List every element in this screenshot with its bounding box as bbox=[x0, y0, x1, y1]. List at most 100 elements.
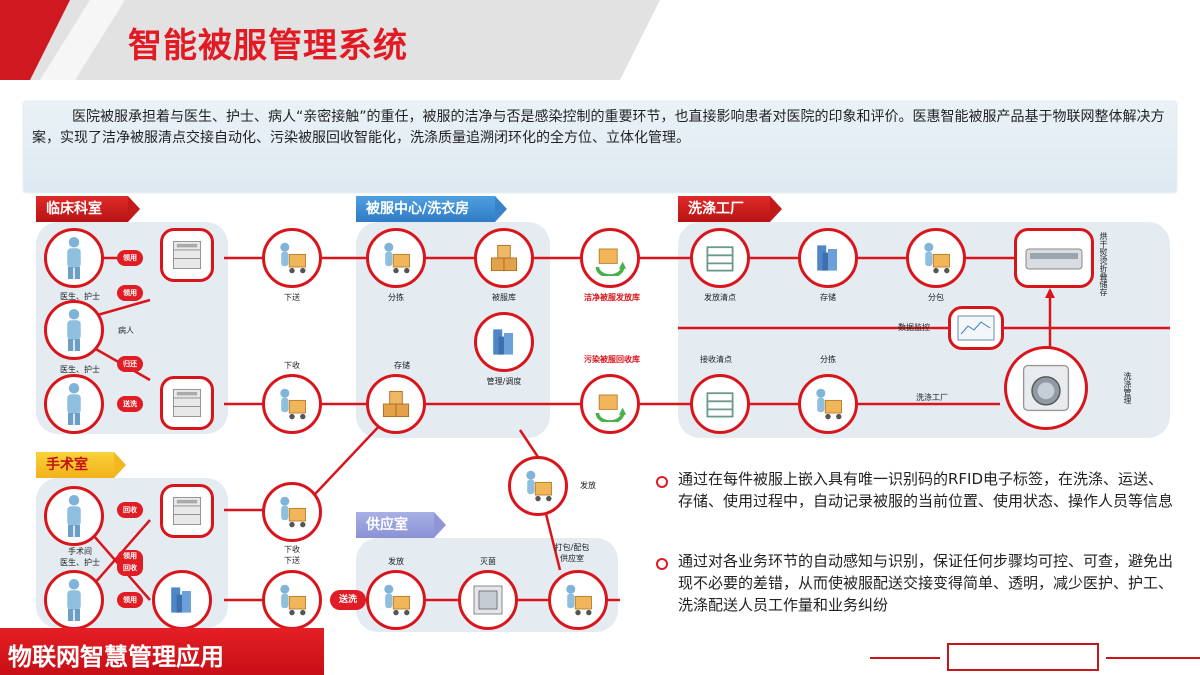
issue-label-2: 发放 bbox=[580, 481, 596, 490]
person-icon bbox=[59, 381, 89, 427]
pallet-icon bbox=[592, 386, 628, 422]
sterilize-node bbox=[458, 570, 518, 630]
storage-label-2: 存储 bbox=[820, 293, 836, 302]
server-icon bbox=[810, 240, 846, 276]
cart-icon bbox=[274, 494, 310, 530]
deliver-dirty-pill: 送洗 bbox=[117, 396, 143, 412]
doctor-node-2 bbox=[44, 374, 104, 434]
sort-label-1: 分拣 bbox=[388, 293, 404, 302]
worker-icon bbox=[164, 582, 200, 618]
issue-node-2 bbox=[508, 456, 568, 516]
issue-count-node bbox=[690, 228, 750, 288]
recover-pill: 回收 bbox=[117, 502, 143, 518]
shelf-icon bbox=[702, 386, 738, 422]
linen-pile-icon bbox=[378, 386, 414, 422]
monitor-node bbox=[948, 306, 1004, 350]
data-monitor-label: 数据监控 bbox=[898, 323, 930, 332]
wash-manage-label: 洗涤管理 bbox=[1123, 372, 1132, 404]
intro-text: 医院被服承担着与医生、护士、病人“亲密接触”的重任，被服的洁净与否是感染控制的重… bbox=[32, 109, 1165, 146]
pack-node bbox=[906, 228, 966, 288]
laundry-tag: 洗涤工厂 bbox=[678, 196, 782, 222]
dirty-cabinet-node bbox=[160, 376, 214, 430]
surgery-desk-node bbox=[152, 570, 212, 630]
sterilizer-icon bbox=[473, 585, 503, 615]
dirty-store-node bbox=[580, 374, 640, 434]
surgery-cabinet-node bbox=[160, 484, 214, 538]
collect-send-node-1 bbox=[262, 482, 322, 542]
collect-down-node bbox=[262, 374, 322, 434]
issue-label-1: 发放 bbox=[388, 557, 404, 566]
monitor-icon bbox=[957, 315, 995, 341]
pallet-icon bbox=[592, 240, 628, 276]
use-pill-3: 领用 bbox=[117, 592, 143, 608]
pack-supply-label: 打包/配包 供应室 bbox=[554, 543, 590, 563]
footer-band: 物联网智慧管理应用 bbox=[0, 628, 324, 675]
surgery-staff-node bbox=[44, 486, 104, 546]
cart-icon bbox=[520, 468, 556, 504]
supply-tag: 供应室 bbox=[356, 512, 446, 538]
laundry-factory-label: 洗涤工厂 bbox=[916, 393, 948, 402]
receive-count-node bbox=[690, 374, 750, 434]
storage-label-1: 存储 bbox=[394, 361, 410, 370]
worker-icon bbox=[560, 582, 596, 618]
pack-supply-node bbox=[548, 570, 608, 630]
cabinet-icon bbox=[170, 386, 204, 420]
worker-icon bbox=[378, 582, 414, 618]
page-title: 智能被服管理系统 bbox=[128, 26, 408, 66]
surgery-staff-node-2 bbox=[44, 570, 104, 630]
cart-icon bbox=[274, 240, 310, 276]
surgery-tag: 手术室 bbox=[36, 452, 126, 478]
send-down-node bbox=[262, 228, 322, 288]
worker-icon bbox=[918, 240, 954, 276]
surgery-staff-label: 手术间 医生、护士 bbox=[60, 547, 100, 567]
clean-store-node bbox=[580, 228, 640, 288]
dry-fold-label: 烘干熨烫折叠储存 bbox=[1099, 232, 1108, 296]
bullet-text-1: 通过在每件被服上嵌入具有唯一识别码的RFID电子标签，在洗涤、运送、存储、使用过… bbox=[678, 470, 1174, 510]
dirty-store-label: 污染被服回收库 bbox=[584, 355, 640, 364]
clean-store-label: 洁净被服发放库 bbox=[584, 293, 640, 302]
person-icon bbox=[59, 235, 89, 281]
boxes-icon bbox=[486, 240, 522, 276]
send-down-label: 下送 bbox=[284, 293, 300, 302]
worker-icon bbox=[810, 386, 846, 422]
person-icon bbox=[59, 493, 89, 539]
manage-label: 管理/调度 bbox=[486, 377, 522, 386]
storage-node-2 bbox=[798, 228, 858, 288]
worker-icon bbox=[378, 240, 414, 276]
linen-store-node bbox=[474, 228, 534, 288]
use-recover-pill: 领用 回收 bbox=[117, 550, 143, 576]
doctor-node-1 bbox=[44, 228, 104, 288]
deliver-wash-pill: 送洗 bbox=[330, 590, 366, 610]
person-icon bbox=[59, 577, 89, 623]
receive-count-label: 接收清点 bbox=[700, 355, 732, 364]
collect-send-label: 下收 下送 bbox=[284, 545, 300, 565]
linen-center-tag: 被服中心/洗衣房 bbox=[356, 196, 508, 222]
sort-node-1 bbox=[366, 228, 426, 288]
manage-node bbox=[474, 312, 534, 372]
pack-label: 分包 bbox=[928, 293, 944, 302]
worker-icon bbox=[486, 324, 522, 360]
patient-node bbox=[44, 300, 104, 360]
ironer-icon bbox=[1025, 248, 1083, 270]
cabinet-icon bbox=[170, 238, 204, 272]
return-pill: 归还 bbox=[117, 356, 143, 372]
patient-label: 病人 bbox=[118, 326, 134, 335]
footer-text: 物联网智慧管理应用 bbox=[8, 643, 224, 671]
washer-icon bbox=[1018, 360, 1074, 416]
doctor-nurse-label-2: 医生、护士 bbox=[60, 365, 100, 374]
cart-icon bbox=[274, 582, 310, 618]
clinical-tag: 临床科室 bbox=[36, 196, 140, 222]
issue-count-label: 发放清点 bbox=[704, 293, 736, 302]
sort-node-2 bbox=[798, 374, 858, 434]
intro-box: 医院被服承担着与医生、护士、病人“亲密接触”的重任，被服的洁净与否是感染控制的重… bbox=[24, 102, 1176, 192]
cabinet-icon bbox=[170, 494, 204, 528]
title-band bbox=[0, 0, 660, 80]
storage-node-1 bbox=[366, 374, 426, 434]
doctor-nurse-label-1: 医生、护士 bbox=[60, 292, 100, 301]
collect-send-node-2 bbox=[262, 570, 322, 630]
use-pill-2: 领用 bbox=[117, 285, 143, 301]
use-pill-1: 领用 bbox=[117, 250, 143, 266]
ironer-node bbox=[1014, 228, 1094, 288]
shelf-icon bbox=[702, 240, 738, 276]
logo-mark bbox=[870, 643, 1200, 671]
